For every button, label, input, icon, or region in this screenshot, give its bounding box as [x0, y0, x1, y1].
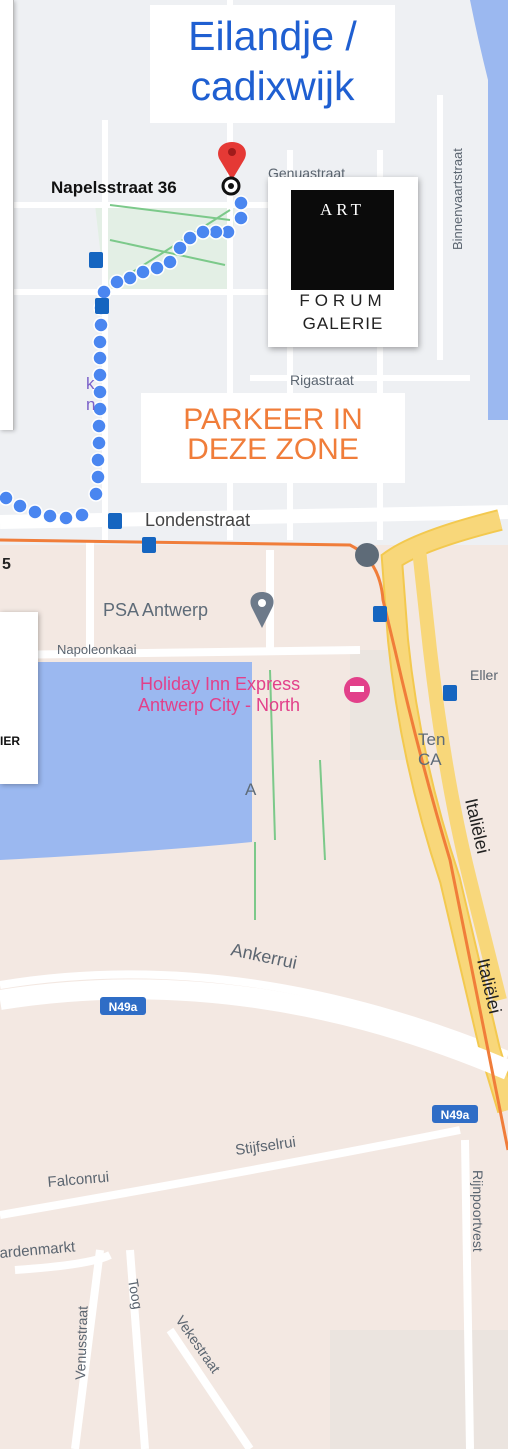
transit-stop-icons[interactable] — [89, 252, 457, 701]
route-dot — [42, 508, 58, 524]
italielei-road-2[interactable] — [411, 539, 507, 1002]
art-forum-galerie-logo: ART FORUM GALERIE — [268, 177, 418, 347]
parking-note-line1: PARKEER IN — [183, 403, 363, 436]
label-binnenvaartstraat: Binnenvaartstraat — [450, 148, 465, 250]
label-napoleonkaai: Napoleonkaai — [57, 642, 137, 657]
logo-art-block: ART — [291, 190, 394, 290]
label-holiday-inn-2: Antwerp City - North — [138, 695, 300, 715]
route-dot — [92, 367, 108, 383]
route-dot — [92, 401, 108, 417]
parking-zone-note: PARKEER IN DEZE ZONE — [141, 393, 405, 483]
hotel-icon[interactable] — [344, 677, 370, 703]
label-eller: Eller — [470, 667, 498, 683]
area-title-line2: cadixwijk — [190, 63, 355, 109]
left-digit: 5 — [2, 556, 11, 573]
route-dot — [162, 254, 178, 270]
route-dot — [90, 452, 106, 468]
route-dot — [195, 224, 211, 240]
route-dot — [172, 240, 188, 256]
dock-water — [0, 662, 252, 860]
label-destination: Napelsstraat 36 — [51, 178, 177, 197]
route-dot — [91, 418, 107, 434]
label-holiday-inn-1: Holiday Inn Express — [140, 674, 300, 694]
left-panel-text: IER — [0, 734, 21, 748]
route-dot — [27, 504, 43, 520]
museum-icon[interactable] — [355, 543, 379, 567]
south-street-grid — [0, 540, 508, 1449]
route-dot — [109, 274, 125, 290]
route-dot — [92, 350, 108, 366]
svg-text:N49a: N49a — [441, 1108, 470, 1122]
ankerrui-road[interactable] — [0, 979, 508, 1080]
route-dot — [233, 210, 249, 226]
route-dot — [233, 195, 249, 211]
route-dot — [58, 510, 74, 526]
route-dot — [92, 384, 108, 400]
left-info-panel-top — [0, 0, 14, 430]
poi-labels: Napelsstraat 36 PSA Antwerp Holiday Inn … — [51, 178, 445, 799]
italielei-road-fill — [382, 511, 508, 1113]
label-rigastraat: Rigastraat — [290, 372, 354, 388]
label-venusstraat: Venusstraat — [72, 1306, 91, 1381]
psa-poi-icon[interactable] — [250, 592, 274, 628]
route-dot — [12, 498, 28, 514]
label-ten: Ten — [418, 730, 445, 749]
label-psa-antwerp: PSA Antwerp — [103, 600, 208, 620]
road-shield-n49a-1: N49a — [100, 997, 146, 1015]
parking-note-line2: DEZE ZONE — [187, 433, 359, 466]
label-rijnpoortvest: Rijnpoortvest — [470, 1170, 486, 1252]
water-right — [470, 0, 508, 420]
label-falconrui: Falconrui — [47, 1169, 110, 1191]
left-info-panel-bottom: IER — [0, 612, 38, 784]
route-dot — [122, 270, 138, 286]
route-dot — [91, 435, 107, 451]
label-ca: CA — [418, 750, 442, 769]
label-ardenmarkt: ardenmarkt — [0, 1238, 77, 1262]
route-dot — [92, 334, 108, 350]
route-dot — [149, 260, 165, 276]
label-a: A — [245, 780, 257, 799]
route-dot — [93, 317, 109, 333]
route-dot — [96, 284, 112, 300]
route-dot — [208, 224, 224, 240]
logo-art-text: ART — [320, 200, 365, 219]
logo-forum-text: FORUM — [299, 291, 387, 310]
area-title-line1: Eilandje / — [188, 13, 357, 59]
svg-text:N49a: N49a — [109, 1000, 138, 1014]
label-londenstraat: Londenstraat — [145, 510, 250, 530]
route-dot — [90, 469, 106, 485]
label-n: n — [86, 395, 95, 414]
label-toog: Toog — [125, 1278, 146, 1311]
location-pin-icon[interactable] — [218, 142, 246, 196]
route-dot — [0, 490, 14, 506]
road-shield-n49a-2: N49a — [432, 1105, 478, 1123]
route-dot — [88, 486, 104, 502]
gray-block-lower — [330, 1330, 508, 1449]
area-title: Eilandje / cadixwijk — [150, 5, 395, 123]
route-dot — [74, 507, 90, 523]
route-dot — [182, 230, 198, 246]
label-k: k — [86, 374, 95, 393]
logo-galerie-text: GALERIE — [302, 314, 384, 333]
route-dot — [135, 264, 151, 280]
